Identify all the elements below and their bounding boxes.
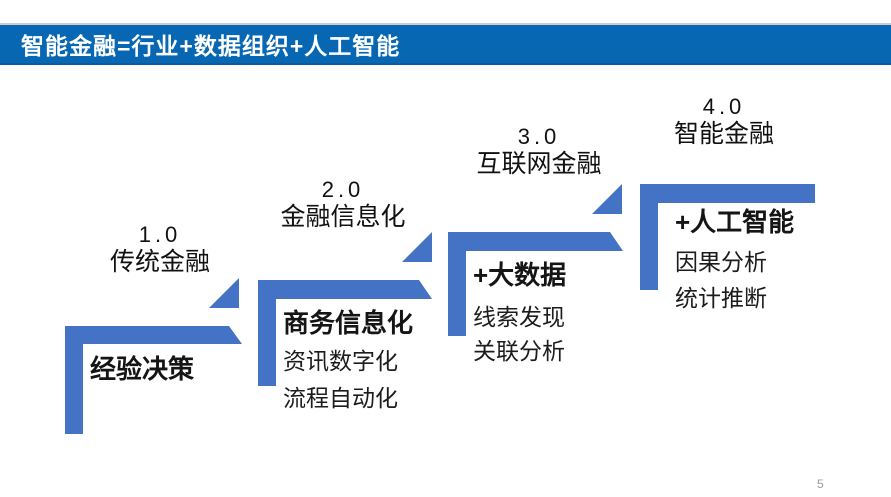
up-arrow-icon [402, 232, 432, 262]
step-4-name: 智能金融 [673, 120, 774, 148]
step-3-name: 互联网金融 [476, 150, 602, 178]
step-3-vertical-bar [448, 232, 466, 336]
step-4-horizontal-bar [640, 184, 815, 203]
step-4-detail: 统计推断 [675, 285, 767, 311]
step-2-label: 2.0 金融信息化 [258, 177, 428, 232]
step-2-version: 2.0 [321, 177, 365, 202]
step-2-vertical-bar [258, 280, 276, 386]
step-3-version: 3.0 [517, 124, 561, 149]
step-3-label: 3.0 互联网金融 [454, 124, 624, 179]
step-2-name: 金融信息化 [280, 203, 406, 231]
step-1-heading: 经验决策 [90, 354, 195, 384]
step-3-horizontal-bar [448, 232, 623, 251]
step-2-horizontal-bar [258, 280, 432, 299]
step-4-vertical-bar [640, 184, 658, 290]
slide-title: 智能金融=行业+数据组织+人工智能 [21, 33, 401, 59]
step-1-label: 1.0 传统金融 [75, 222, 245, 277]
step-1-horizontal-bar [65, 326, 242, 344]
step-3-heading: +大数据 [473, 260, 567, 290]
step-3-detail: 线索发现 [473, 304, 565, 330]
step-4-version: 4.0 [702, 94, 746, 119]
up-arrow-icon [592, 184, 622, 214]
step-2-heading: 商务信息化 [283, 308, 414, 338]
step-3-detail: 关联分析 [473, 338, 565, 364]
step-1-name: 传统金融 [109, 248, 210, 276]
page-number: 5 [817, 477, 824, 491]
step-4-label: 4.0 智能金融 [639, 94, 809, 149]
title-bar: 智能金融=行业+数据组织+人工智能 [0, 23, 891, 65]
up-arrow-icon [209, 278, 239, 308]
step-4-heading: +人工智能 [675, 207, 795, 237]
step-1-version: 1.0 [138, 222, 182, 247]
step-2-detail: 流程自动化 [283, 385, 398, 411]
step-4-detail: 因果分析 [675, 249, 767, 275]
step-1-vertical-bar [65, 326, 83, 434]
step-2-detail: 资讯数字化 [283, 348, 398, 374]
